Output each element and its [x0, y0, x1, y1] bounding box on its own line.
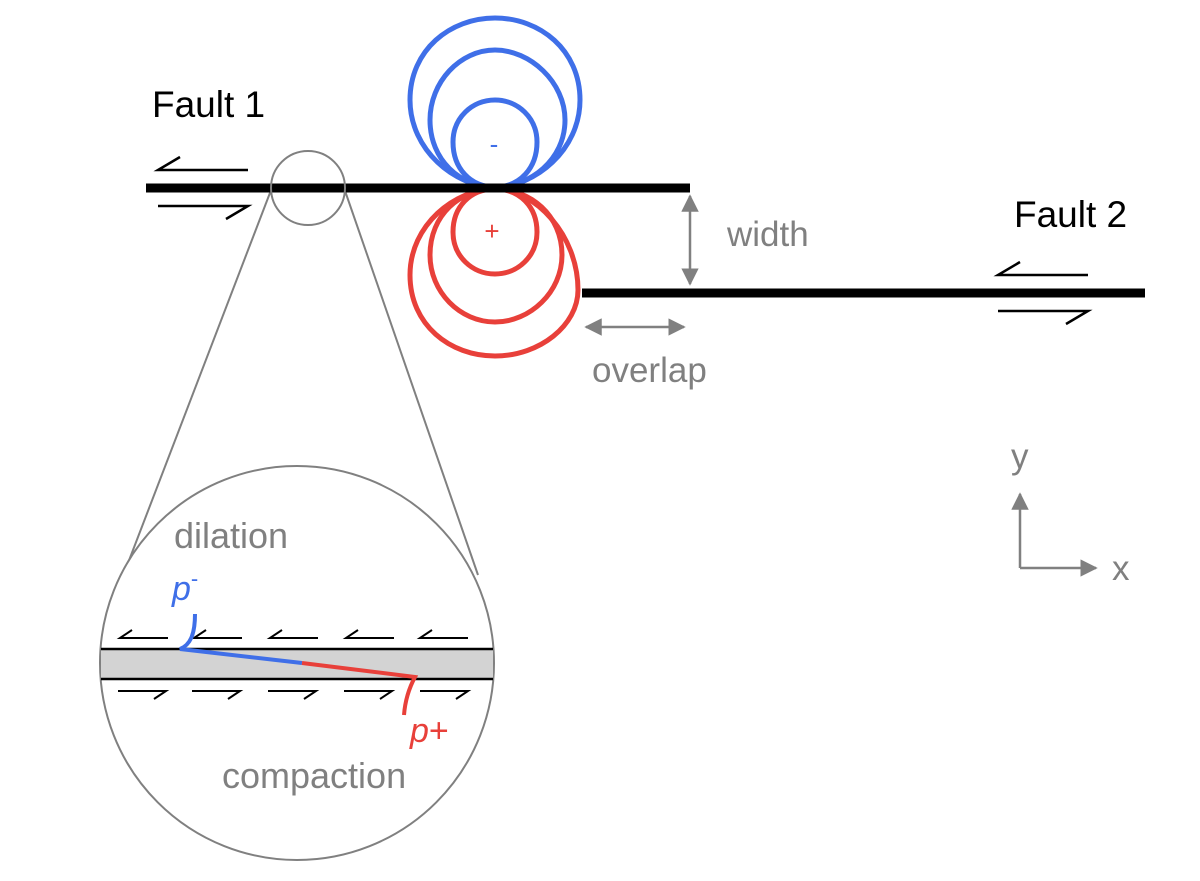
- positive-sign: +: [484, 216, 499, 246]
- fault-1-label: Fault 1: [152, 84, 265, 125]
- overlap-label: overlap: [592, 351, 707, 390]
- inset-slip-arrows-top: [116, 629, 468, 639]
- compaction-label: compaction: [222, 755, 406, 796]
- negative-lobe-inner: [450, 97, 540, 190]
- negative-stress-lobes: [407, 15, 583, 190]
- inset-slip-arrows-bottom: [118, 690, 472, 700]
- p-minus-label: p-: [171, 566, 198, 608]
- width-label: width: [726, 215, 809, 254]
- positive-lobe-outer: [407, 186, 581, 359]
- zoom-connector-left: [109, 184, 274, 611]
- negative-lobe-outer: [407, 15, 583, 190]
- p-minus-symbol: p: [171, 570, 191, 608]
- p-plus-label: p+: [409, 712, 449, 750]
- x-axis-label: x: [1112, 549, 1130, 588]
- pressure-profile-negative: [179, 613, 303, 665]
- negative-sign: -: [490, 129, 499, 159]
- fault-2-slip-arrow-bottom: [998, 309, 1093, 326]
- fault-2-slip-arrows: [993, 260, 1093, 326]
- fault-2-slip-arrow-top: [993, 260, 1088, 277]
- positive-lobe-inner: [450, 186, 540, 277]
- p-plus-sign: +: [429, 712, 449, 750]
- zoom-circle: [270, 150, 346, 226]
- zoom-connector-right: [342, 184, 479, 576]
- fault-1-slip-arrows: [153, 155, 253, 221]
- fault-1-slip-arrow-bottom: [158, 204, 253, 221]
- fault-2-label: Fault 2: [1014, 194, 1127, 235]
- p-minus-sign: -: [191, 566, 198, 591]
- y-axis-label: y: [1011, 437, 1029, 476]
- positive-stress-lobes: [407, 186, 581, 359]
- coordinate-axes: [1011, 492, 1098, 577]
- p-plus-symbol: p: [409, 712, 429, 750]
- pressure-profile-positive: [301, 661, 419, 716]
- fault-1-slip-arrow-top: [153, 155, 248, 172]
- negative-lobe-middle: [427, 47, 568, 190]
- dilation-label: dilation: [174, 515, 288, 556]
